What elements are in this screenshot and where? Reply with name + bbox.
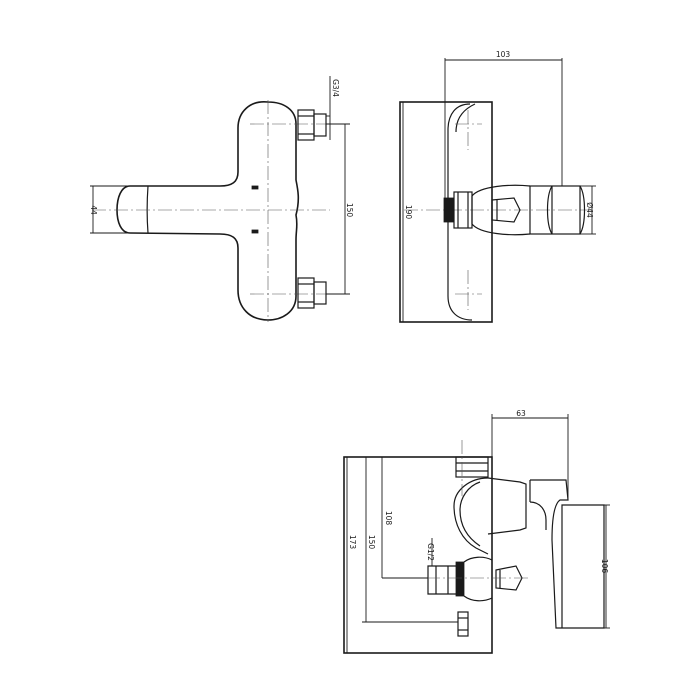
- dim-g12-label: G1/2: [426, 543, 435, 561]
- front-handle-edge: [146, 185, 149, 234]
- front-mark-top: [251, 185, 259, 190]
- profile-knob: [495, 565, 523, 591]
- dim-190-label: 190: [404, 205, 413, 220]
- dim-d44: Ø44: [580, 185, 596, 235]
- dim-103-label: 103: [496, 50, 511, 59]
- dim-190: 190: [402, 102, 413, 322]
- front-connector-top: [297, 109, 327, 141]
- dim-150-profile: 150: [362, 456, 458, 623]
- profile-body-2: [459, 481, 481, 547]
- side-view: 103 190 Ø44: [399, 50, 596, 323]
- dim-106-label: 106: [600, 559, 609, 574]
- dim-44-label: 44: [89, 205, 98, 215]
- front-view: 44 150 G3/4: [89, 76, 354, 322]
- front-body-outline: [116, 101, 300, 321]
- dim-108-label: 108: [384, 511, 393, 526]
- dim-103: 103: [444, 50, 563, 200]
- side-knob: [529, 185, 586, 235]
- dim-173-label: 173: [348, 535, 357, 550]
- profile-view: 63 173: [343, 409, 610, 654]
- dim-d44-label: Ø44: [585, 202, 594, 218]
- side-body-outline-2: [455, 103, 476, 133]
- profile-bottom-nut: [457, 611, 469, 637]
- dim-150-front-label: 150: [345, 203, 354, 218]
- front-mark-bottom: [251, 229, 259, 234]
- dim-150-profile-label: 150: [367, 535, 376, 550]
- front-connector-bottom: [297, 277, 327, 309]
- dim-44: 44: [89, 185, 130, 234]
- profile-lever: [530, 479, 605, 629]
- dim-173: 173: [346, 457, 357, 653]
- dim-g34: G3/4: [326, 76, 340, 140]
- profile-outlet: [427, 556, 493, 602]
- dim-108: 108: [381, 457, 428, 579]
- dim-g12: G1/2: [426, 538, 435, 566]
- dim-150-front: 150: [326, 123, 354, 295]
- side-stem: [471, 184, 531, 236]
- dim-106: 106: [600, 504, 610, 629]
- profile-top-nut: [455, 456, 489, 478]
- dim-63-label: 63: [516, 409, 526, 418]
- dim-g34-label: G3/4: [331, 79, 340, 97]
- profile-handle: [487, 477, 527, 535]
- side-knob-insert: [491, 197, 521, 223]
- profile-body: [453, 477, 489, 555]
